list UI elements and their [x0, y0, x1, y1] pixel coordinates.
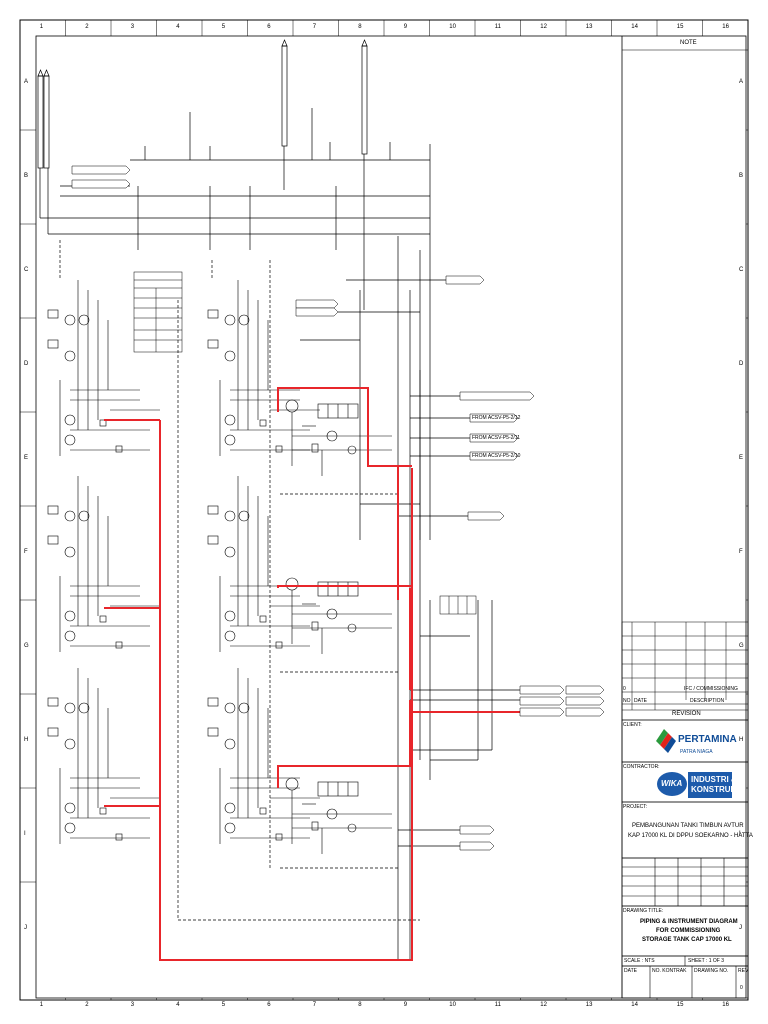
grid-row-letter: J [739, 925, 742, 931]
date-label: DATE [624, 968, 637, 974]
scale-label: SCALE : NTS [624, 958, 655, 964]
grid-row-letter: H [24, 737, 29, 743]
drawing-title-label: DRAWING TITLE: [623, 908, 664, 914]
grid-column-number: 4 [176, 1002, 180, 1008]
grid-column-number: 10 [449, 24, 456, 30]
grid-column-number: 7 [312, 1002, 317, 1008]
grid-row-letter: E [24, 455, 29, 461]
grid-column-number: 13 [585, 1002, 593, 1008]
grid-row-letter: H [739, 737, 744, 743]
project-line-2: KAP 17000 KL DI DPPU SOEKARNO - HATTA [628, 833, 753, 839]
grid-column-number: 2 [85, 24, 89, 30]
grid-column-number: 8 [358, 24, 362, 30]
grid-column-number: 6 [267, 24, 271, 30]
grid-row-letter: E [739, 455, 744, 461]
grid-row-letter: C [739, 267, 744, 273]
grid-column-number: 16 [722, 1002, 729, 1008]
grid-row-letter: A [739, 79, 744, 85]
contractor-logo-text: WIKA [661, 779, 683, 788]
client-sub: PATRA NIAGA [680, 749, 713, 755]
controller-blocks [439, 595, 477, 615]
grid-column-number: 3 [130, 1002, 135, 1008]
rev-header-date: DATE [634, 698, 647, 704]
grid-row-letter: A [24, 79, 29, 85]
drawing-no-label: DRAWING NO. [694, 968, 729, 974]
level-table [133, 271, 183, 353]
grid-column-number: 2 [85, 1002, 89, 1008]
pid-piping [37, 39, 520, 960]
grid-column-number: 8 [358, 1002, 362, 1008]
column-ticks [65, 20, 703, 1000]
project-label: PROJECT: [623, 804, 648, 810]
grid-row-letter: C [24, 267, 29, 273]
rev-header-no: NO [623, 698, 631, 704]
pertamina-logo [656, 729, 676, 753]
grid-column-number: 9 [403, 24, 408, 30]
contract-no-label: NO. KONTRAK [652, 968, 687, 974]
off-page-connectors [71, 165, 605, 851]
drawing-frame-outer [19, 19, 749, 1001]
revision-table [621, 621, 749, 721]
grid-row-letter: G [739, 643, 744, 649]
grid-row-letter: I [24, 831, 26, 837]
drawing-frame-inner [35, 35, 747, 999]
rev-value: 0 [740, 985, 743, 991]
rev-row-description: IFC / COMMISSIONING [684, 686, 738, 692]
grid-column-number: 5 [221, 1002, 226, 1008]
grid-row-letter: F [739, 549, 743, 555]
grid-column-number: 3 [130, 24, 135, 30]
revision-label: REVISION [672, 711, 701, 717]
rev-row-no: 0 [623, 686, 626, 692]
meter-skids [285, 399, 392, 854]
drawing-title-line-2: FOR COMMISSIONING [656, 928, 721, 934]
grid-column-number: 10 [449, 1002, 456, 1008]
client-label: CLIENT: [623, 722, 642, 728]
grid-column-number: 7 [312, 24, 317, 30]
from-acsv-label-2: FROM ACSV-P5-2/11 [472, 435, 520, 441]
grid-row-letter: F [24, 549, 28, 555]
grid-row-letter: I [739, 831, 741, 837]
wika-logo [657, 772, 732, 798]
tank-instrument-clusters [47, 280, 320, 844]
grid-row-letter: B [739, 173, 744, 179]
grid-column-number: 5 [221, 24, 226, 30]
grid-column-number: 4 [176, 24, 180, 30]
note-header: NOTE [680, 40, 697, 46]
client-name: PERTAMINA [678, 734, 737, 745]
title-block-boxes [621, 719, 749, 999]
grid-column-number: 1 [39, 24, 44, 30]
grid-column-number: 14 [631, 24, 638, 30]
grid-row-letter: G [24, 643, 29, 649]
sheet-label: SHEET : 1 OF 3 [688, 958, 725, 964]
rev-header-description: DESCRIPTION [690, 698, 725, 704]
grid-row-letter: B [24, 173, 29, 179]
drawing-title-line-3: STORAGE TANK CAP 17000 KL [642, 937, 732, 943]
contractor-name-2: KONSTRUKSI [691, 785, 744, 794]
grid-column-number: 14 [631, 1002, 638, 1008]
commissioning-highlight-lines [104, 387, 520, 961]
grid-row-letter: D [24, 361, 29, 367]
from-acsv-label-1: FROM ACSV-P5-2/12 [472, 415, 521, 421]
rev-label: REV [738, 968, 749, 974]
grid-column-number: 11 [494, 1002, 501, 1008]
contractor-label: CONTRACTOR: [623, 764, 660, 770]
grid-column-number: 16 [722, 24, 729, 30]
grid-row-letter: D [739, 361, 744, 367]
grid-column-number: 12 [540, 1002, 547, 1008]
grid-column-number: 13 [585, 24, 593, 30]
grid-column-number: 15 [676, 1002, 684, 1008]
grid-row-letter: J [24, 925, 27, 931]
grid-column-number: 6 [267, 1002, 271, 1008]
grid-column-number: 15 [676, 24, 684, 30]
contractor-name-1: INDUSTRI & [691, 775, 737, 784]
grid-column-number: 1 [39, 1002, 44, 1008]
project-line-1: PEMBANGUNAN TANKI TIMBUN AVTUR [632, 823, 744, 829]
grid-column-number: 9 [403, 1002, 408, 1008]
drawing-title-line-1: PIPING & INSTRUMENT DIAGRAM [640, 919, 738, 925]
grid-column-number: 12 [540, 24, 547, 30]
from-acsv-label-3: FROM ACSV-P5-2/10 [472, 453, 521, 459]
grid-column-number: 11 [494, 24, 501, 30]
row-ticks [20, 129, 748, 883]
